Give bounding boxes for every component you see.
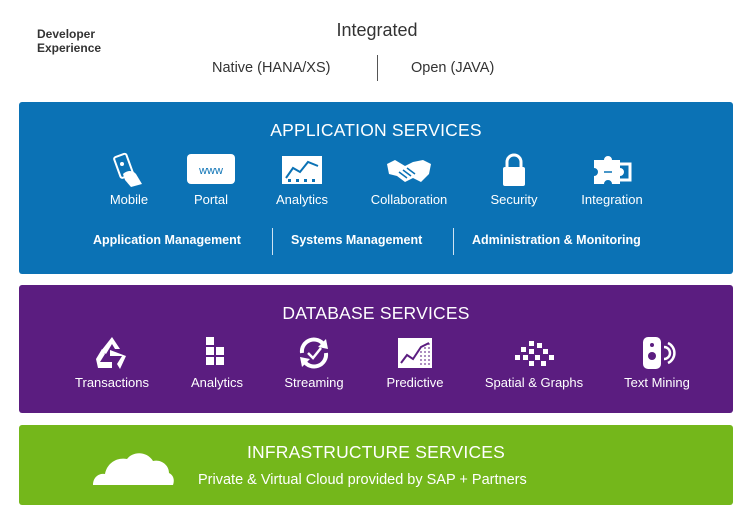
db-item-text-mining: Text Mining bbox=[619, 335, 695, 390]
www-portal-icon: www bbox=[187, 154, 235, 184]
open-label: Open (JAVA) bbox=[411, 60, 495, 76]
app-item-label: Analytics bbox=[275, 192, 329, 207]
infrastructure-services-panel: INFRASTRUCTURE SERVICES Private & Virtua… bbox=[19, 425, 733, 505]
app-item-security: Security bbox=[484, 152, 544, 207]
app-item-mobile: Mobile bbox=[98, 152, 160, 207]
trend-chart-icon bbox=[398, 338, 432, 368]
app-item-label: Security bbox=[490, 192, 538, 207]
db-item-label: Transactions bbox=[75, 375, 149, 390]
administration-monitoring-label: Administration & Monitoring bbox=[472, 233, 641, 247]
cloud-icon bbox=[93, 453, 174, 485]
speaker-icon bbox=[643, 337, 676, 369]
database-services-title: DATABASE SERVICES bbox=[282, 303, 470, 323]
application-services-panel: APPLICATION SERVICES Mobile www Portal A… bbox=[19, 102, 733, 274]
application-services-title: APPLICATION SERVICES bbox=[270, 120, 482, 140]
infrastructure-subtitle: Private & Virtual Cloud provided by SAP … bbox=[198, 472, 527, 488]
padlock-icon bbox=[503, 153, 525, 186]
systems-management-label: Systems Management bbox=[291, 233, 423, 247]
management-divider bbox=[453, 228, 454, 255]
management-divider bbox=[272, 228, 273, 255]
header-divider bbox=[377, 55, 378, 81]
infrastructure-services-title: INFRASTRUCTURE SERVICES bbox=[246, 442, 506, 462]
application-management-label: Application Management bbox=[93, 233, 241, 247]
db-item-transactions: Transactions bbox=[69, 335, 155, 390]
app-item-integration: Integration bbox=[574, 152, 650, 207]
svg-text:www: www bbox=[198, 165, 223, 177]
db-item-analytics: Analytics bbox=[185, 335, 249, 390]
native-label: Native (HANA/XS) bbox=[212, 60, 331, 76]
db-item-label: Text Mining bbox=[624, 375, 690, 390]
db-item-label: Analytics bbox=[190, 375, 244, 390]
integrated-label: Integrated bbox=[336, 20, 418, 40]
mobile-phone-icon bbox=[113, 152, 142, 187]
blocks-icon bbox=[206, 337, 224, 365]
puzzle-icon bbox=[594, 156, 632, 184]
db-item-label: Streaming bbox=[284, 375, 344, 390]
pixel-grid-icon bbox=[515, 341, 554, 366]
refresh-arrows-icon bbox=[299, 337, 329, 369]
db-item-streaming: Streaming bbox=[277, 335, 351, 390]
handshake-icon bbox=[387, 160, 431, 182]
recycle-icon bbox=[96, 337, 126, 369]
db-item-label: Spatial & Graphs bbox=[484, 375, 584, 390]
app-item-label: Portal bbox=[194, 192, 228, 207]
app-item-label: Integration bbox=[581, 192, 643, 207]
app-item-analytics: Analytics bbox=[269, 152, 335, 207]
app-item-label: Collaboration bbox=[370, 192, 448, 207]
app-item-label: Mobile bbox=[109, 192, 149, 207]
developer-experience-line2: Experience bbox=[37, 41, 102, 55]
analytics-chart-icon bbox=[282, 156, 322, 184]
developer-experience-label: Developer Experience bbox=[37, 27, 101, 55]
db-item-predictive: Predictive bbox=[379, 335, 451, 390]
developer-experience-line1: Developer bbox=[37, 27, 96, 41]
database-services-panel: DATABASE SERVICES Transactions Analytics… bbox=[19, 285, 733, 413]
db-item-label: Predictive bbox=[386, 375, 444, 390]
app-item-portal: www Portal bbox=[181, 152, 241, 207]
app-item-collaboration: Collaboration bbox=[364, 152, 454, 207]
db-item-spatial-graphs: Spatial & Graphs bbox=[479, 335, 589, 390]
